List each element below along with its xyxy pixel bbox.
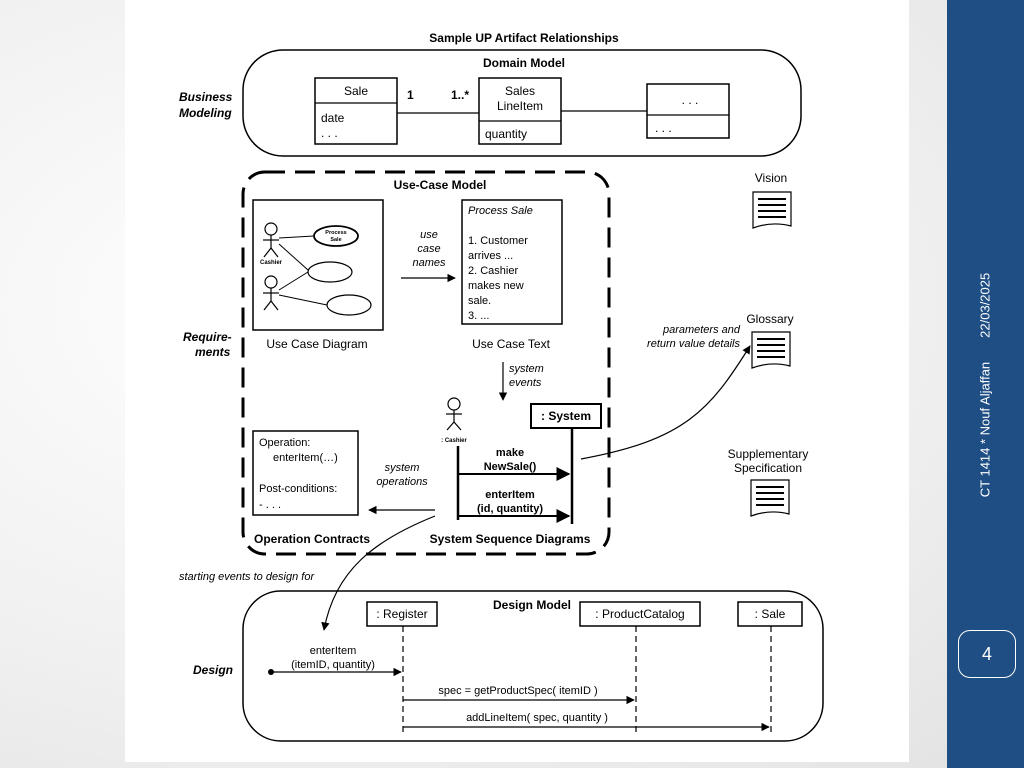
svg-text:quantity: quantity bbox=[485, 127, 527, 141]
svg-text:Cashier: Cashier bbox=[260, 260, 283, 266]
glossary-arrow bbox=[580, 345, 751, 460]
actor-icon bbox=[263, 275, 279, 311]
svg-text:Sales: Sales bbox=[505, 84, 535, 98]
page-number: 4 bbox=[981, 643, 992, 664]
actor-icon bbox=[263, 222, 279, 258]
glossary-doc-icon bbox=[751, 331, 791, 369]
footer-text: CT 1414 * Nouf Aljaffan bbox=[977, 361, 993, 498]
slide-image: Sample UP Artifact Relationships Busines… bbox=[125, 0, 909, 762]
svg-text:Process Sale: Process Sale bbox=[468, 205, 533, 217]
sale-lifeline: : Sale bbox=[737, 601, 803, 736]
multiplicity-1: 1 bbox=[407, 88, 414, 102]
design-model-title: Design Model bbox=[493, 598, 571, 612]
svg-text:Process: Process bbox=[325, 230, 346, 236]
svg-text:enterItem: enterItem bbox=[485, 489, 535, 501]
svg-text:Business: Business bbox=[179, 90, 233, 104]
svg-text:enterItem(…): enterItem(…) bbox=[273, 452, 338, 464]
svg-text:ments: ments bbox=[195, 345, 231, 359]
label-requirements: Require- ments bbox=[183, 330, 232, 359]
svg-text:- . . .: - . . . bbox=[259, 499, 281, 511]
domain-model-title: Domain Model bbox=[483, 56, 565, 70]
diagram-svg: Sample UP Artifact Relationships Busines… bbox=[179, 31, 824, 742]
svg-text:operations: operations bbox=[376, 476, 428, 488]
svg-text:return value details: return value details bbox=[647, 338, 740, 350]
svg-text:sale.: sale. bbox=[468, 295, 491, 307]
svg-text:case: case bbox=[417, 243, 440, 255]
system-operations-label: system operations bbox=[376, 462, 428, 488]
svg-text:. . .: . . . bbox=[682, 93, 699, 107]
svg-text:Sale: Sale bbox=[344, 84, 368, 98]
msg-addlineitem: addLineItem( spec, quantity ) bbox=[466, 712, 608, 724]
svg-text:makes new: makes new bbox=[468, 280, 524, 292]
svg-text:Require-: Require- bbox=[183, 330, 232, 344]
use-case-model-frame bbox=[241, 170, 611, 556]
svg-text:LineItem: LineItem bbox=[497, 99, 543, 113]
lineitem-class: Sales LineItem quantity bbox=[478, 77, 562, 145]
svg-text:date: date bbox=[321, 111, 345, 125]
svg-text:Operation:: Operation: bbox=[259, 437, 310, 449]
use-case-text-caption: Use Case Text bbox=[472, 337, 550, 351]
cashier-actor-icon bbox=[446, 397, 462, 431]
msg-enteritem-1: enterItem bbox=[310, 645, 356, 657]
supplementary-label: Supplementary Specification bbox=[728, 447, 809, 475]
svg-text:make: make bbox=[496, 447, 524, 459]
svg-text:1. Customer: 1. Customer bbox=[468, 235, 528, 247]
label-design: Design bbox=[193, 663, 233, 677]
svg-text:Sale: Sale bbox=[330, 237, 341, 243]
operation-contracts-caption: Operation Contracts bbox=[254, 532, 370, 546]
multiplicity-many: 1..* bbox=[451, 88, 469, 102]
domain-model-frame bbox=[242, 49, 802, 157]
use-case-names-label: use case names bbox=[412, 229, 446, 269]
ssd-caption: System Sequence Diagrams bbox=[430, 532, 591, 546]
svg-text:2. Cashier: 2. Cashier bbox=[468, 265, 518, 277]
svg-text:3. ...: 3. ... bbox=[468, 310, 489, 322]
label-business-modeling: Business Modeling bbox=[179, 90, 233, 120]
register-lifeline: : Register bbox=[366, 601, 438, 736]
sale-class: Sale date . . . bbox=[314, 77, 398, 145]
svg-text:Post-conditions:: Post-conditions: bbox=[259, 483, 337, 495]
svg-text:: Register: : Register bbox=[376, 607, 427, 621]
svg-text:: Cashier: : Cashier bbox=[441, 438, 467, 444]
svg-text:NewSale(): NewSale() bbox=[484, 461, 537, 473]
glossary-arrow-label: parameters and return value details bbox=[647, 324, 741, 350]
system-sequence-diagram: : Cashier : System make NewSale() enterI… bbox=[430, 397, 602, 546]
design-model-frame bbox=[242, 590, 824, 742]
vision-doc-icon bbox=[752, 191, 792, 229]
svg-text:system: system bbox=[385, 462, 420, 474]
slide-date: 22/03/2025 bbox=[977, 272, 993, 338]
operation-contract: Operation: enterItem(…) Post-conditions:… bbox=[252, 430, 359, 516]
vision-label: Vision bbox=[755, 171, 787, 185]
svg-text:events: events bbox=[509, 377, 542, 389]
use-case-diagram: Cashier Process Sale Use Case Diagram bbox=[252, 199, 384, 351]
use-case-model-title: Use-Case Model bbox=[394, 178, 487, 192]
glossary-label: Glossary bbox=[746, 312, 793, 326]
diagram-title: Sample UP Artifact Relationships bbox=[429, 31, 619, 45]
svg-text:Supplementary: Supplementary bbox=[728, 447, 809, 461]
supplementary-doc-icon bbox=[750, 479, 790, 517]
msg-enteritem-2: (itemID, quantity) bbox=[291, 659, 375, 671]
svg-text:parameters and: parameters and bbox=[662, 324, 741, 336]
svg-text:(id, quantity): (id, quantity) bbox=[477, 503, 543, 515]
use-case-diagram-caption: Use Case Diagram bbox=[266, 337, 367, 351]
svg-text:. . .: . . . bbox=[655, 121, 672, 135]
svg-text:arrives ...: arrives ... bbox=[468, 250, 513, 262]
starting-events-arrow bbox=[321, 515, 436, 631]
svg-text:names: names bbox=[412, 257, 446, 269]
page-number-box: 4 bbox=[958, 630, 1016, 678]
catalog-lifeline: : ProductCatalog bbox=[579, 601, 701, 736]
svg-text:Modeling: Modeling bbox=[179, 106, 232, 120]
svg-text:: ProductCatalog: : ProductCatalog bbox=[595, 607, 684, 621]
msg-getproductspec: spec = getProductSpec( itemID ) bbox=[438, 685, 597, 697]
svg-text:: Sale: : Sale bbox=[755, 607, 786, 621]
svg-text:system: system bbox=[509, 363, 544, 375]
system-lifeline-label: : System bbox=[541, 409, 591, 423]
other-class: . . . . . . bbox=[646, 83, 730, 139]
system-events-label: system events bbox=[509, 363, 544, 389]
svg-text:. . .: . . . bbox=[321, 126, 338, 140]
starting-events-label: starting events to design for bbox=[179, 571, 315, 583]
svg-text:Specification: Specification bbox=[734, 461, 802, 475]
footer-rotated-text: CT 1414 * Nouf Aljaffan 22/03/2025 bbox=[978, 273, 993, 497]
use-case-text-box: Process Sale 1. Customer arrives ... 2. … bbox=[461, 199, 563, 325]
svg-text:use: use bbox=[420, 229, 438, 241]
